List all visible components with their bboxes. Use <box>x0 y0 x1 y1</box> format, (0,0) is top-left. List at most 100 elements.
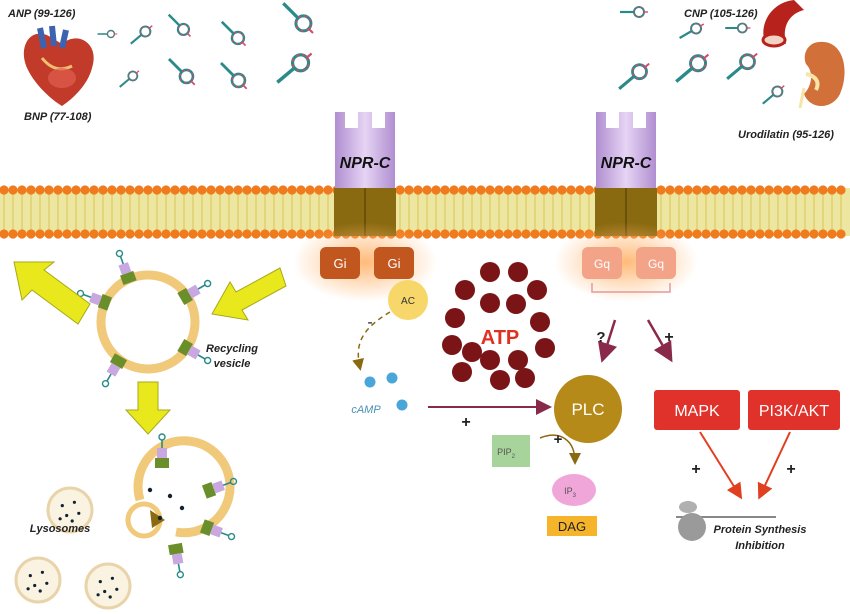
peptide-icon <box>725 22 751 34</box>
vesicle-receptor <box>177 338 212 365</box>
lipid-head <box>512 229 522 239</box>
vesicle-receptor <box>168 542 185 579</box>
lipid-head <box>431 229 441 239</box>
lipid-head <box>44 185 54 195</box>
lipid-head <box>818 185 828 195</box>
peptide-icon <box>167 13 191 37</box>
degradation-vesicle <box>125 433 238 579</box>
protein-synthesis-label-1: Protein Synthesis <box>714 524 807 536</box>
lipid-head <box>800 185 810 195</box>
question-mark: ? <box>596 329 605 346</box>
lipid-head <box>539 229 549 239</box>
lipid-head <box>764 229 774 239</box>
lipid-head <box>422 229 432 239</box>
lipid-head <box>251 229 261 239</box>
atp-molecule <box>480 350 500 370</box>
lipid-head <box>35 229 45 239</box>
lipid-head <box>17 185 27 195</box>
lipid-head <box>512 185 522 195</box>
peptide-icon <box>119 70 140 88</box>
lipid-head <box>584 185 594 195</box>
peptide-icon <box>167 57 196 86</box>
gq-label-1: Gq <box>594 257 610 271</box>
lipid-head <box>458 229 468 239</box>
npr-c-right-label: NPR-C <box>601 155 652 172</box>
lipid-head <box>0 185 9 195</box>
lipid-head <box>143 185 153 195</box>
lipid-head <box>782 229 792 239</box>
lipid-head <box>98 185 108 195</box>
vesicle-receptor <box>199 519 236 541</box>
atp-molecule <box>535 338 555 358</box>
lipid-head <box>179 229 189 239</box>
lipid-head <box>134 229 144 239</box>
lysosomes-label: Lysosomes <box>30 523 91 535</box>
lipid-head <box>152 185 162 195</box>
npr-c-left-label: NPR-C <box>340 155 391 172</box>
npr-c-receptor-right <box>595 112 657 236</box>
lipid-head <box>836 229 846 239</box>
lipid-head <box>107 229 117 239</box>
atp-molecule <box>490 370 510 390</box>
lipid-head <box>269 185 279 195</box>
yellow-arrow-left <box>13 261 91 325</box>
lipid-head <box>440 185 450 195</box>
lipid-head <box>152 229 162 239</box>
gq-to-mapk-arrow <box>646 319 673 363</box>
lipid-head <box>215 185 225 195</box>
lipid-head <box>62 185 72 195</box>
lipid-head <box>404 185 414 195</box>
peptide-icon <box>130 25 153 45</box>
protein-synthesis-label-2: Inhibition <box>735 540 785 552</box>
pi3k-akt-label: PI3K/AKT <box>759 403 829 420</box>
lipid-head <box>107 185 117 195</box>
lipid-head <box>683 185 693 195</box>
lipid-head <box>188 185 198 195</box>
lipid-head <box>260 185 270 195</box>
peptide-icon <box>219 61 248 90</box>
mapk-label: MAPK <box>674 403 720 420</box>
peptide-icon <box>97 29 118 39</box>
lipid-head <box>557 229 567 239</box>
lipid-head <box>125 229 135 239</box>
peptide-icon <box>620 6 648 18</box>
ac-to-camp-arrow <box>352 311 391 371</box>
dag-box <box>547 516 597 536</box>
lipid-head <box>440 229 450 239</box>
lipid-head <box>116 229 126 239</box>
kidney-icon <box>798 41 845 109</box>
lipid-head <box>35 185 45 195</box>
atp-molecule <box>452 362 472 382</box>
ribosome-icon <box>676 501 776 541</box>
lipid-head <box>521 229 531 239</box>
plc-label: PLC <box>571 400 604 419</box>
lipid-head <box>161 229 171 239</box>
lipid-head <box>8 185 18 195</box>
lipid-head <box>656 185 666 195</box>
lipid-head <box>179 185 189 195</box>
lipid-head <box>566 185 576 195</box>
lipid-head <box>233 185 243 195</box>
atp-molecule <box>527 280 547 300</box>
lipid-head <box>134 185 144 195</box>
lipid-head <box>827 185 837 195</box>
lipid-head <box>233 229 243 239</box>
lipid-head <box>269 229 279 239</box>
lipid-head <box>242 185 252 195</box>
degradation-receptors <box>155 433 238 579</box>
lipid-head <box>17 229 27 239</box>
ac-label: AC <box>401 296 415 307</box>
lipid-head <box>296 185 306 195</box>
lipid-head <box>494 229 504 239</box>
npr-c-receptor-left <box>334 112 396 236</box>
lipid-head <box>485 185 495 195</box>
pi3k-arrow <box>757 431 791 500</box>
atp-molecule <box>445 308 465 328</box>
lipid-head <box>71 185 81 195</box>
lipid-head <box>809 229 819 239</box>
lipid-head <box>143 229 153 239</box>
recycling-vesicle <box>76 249 212 388</box>
peptide-icon <box>675 53 710 83</box>
lipid-head <box>197 185 207 195</box>
